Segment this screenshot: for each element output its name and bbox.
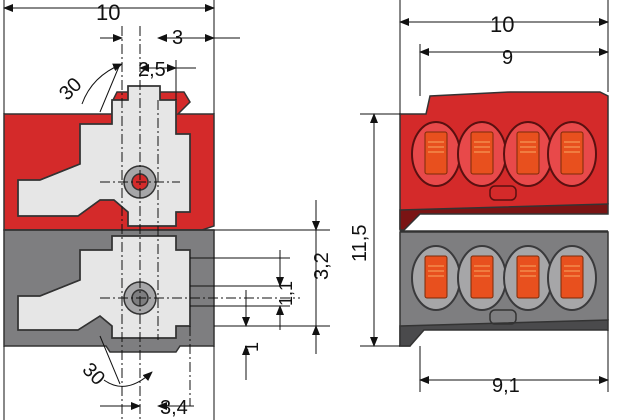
left-side-view: 10 3 2,5 30 30 3,2 1,1 1 3,4 [3, 0, 333, 420]
label-left-bottom: 3,4 [160, 397, 188, 419]
label-right-width: 10 [490, 12, 514, 37]
bottom-ports [411, 245, 597, 311]
angle-ray-top [99, 63, 121, 113]
right-red-ridge [399, 203, 609, 231]
bottom-tab [489, 309, 517, 325]
label-small-1: 1,1 [276, 281, 296, 306]
label-right-bottom: 9,1 [492, 375, 520, 397]
label-small-2: 1 [242, 342, 262, 352]
angle-ray-bottom [99, 335, 121, 385]
label-angle-top: 30 [55, 74, 86, 105]
label-left-pitch: 2,5 [138, 59, 166, 81]
top-clip-outline [17, 85, 191, 227]
bottom-pin-4 [560, 255, 584, 299]
label-angle-bottom: 30 [78, 359, 109, 390]
label-left-offset: 3 [172, 27, 183, 49]
bottom-clip-outline [17, 235, 191, 339]
bottom-pin-1 [424, 255, 448, 299]
label-right-height: 11,5 [349, 225, 371, 262]
angle-arc-bottom [103, 371, 153, 387]
label-left-width: 10 [96, 0, 120, 25]
top-pin-1 [424, 131, 448, 175]
angle-arc-top [81, 63, 123, 105]
top-pin-4 [560, 131, 584, 175]
top-ports [411, 121, 597, 187]
label-clip-height: 3,2 [311, 252, 333, 280]
top-tab [489, 185, 517, 201]
top-pin-2 [470, 131, 494, 175]
top-pin-3 [516, 131, 540, 175]
bottom-pin-2 [470, 255, 494, 299]
label-right-inner: 9 [502, 47, 513, 69]
right-front-view: 10 9 11,5 9,1 [349, 0, 609, 397]
bottom-pin-3 [516, 255, 540, 299]
